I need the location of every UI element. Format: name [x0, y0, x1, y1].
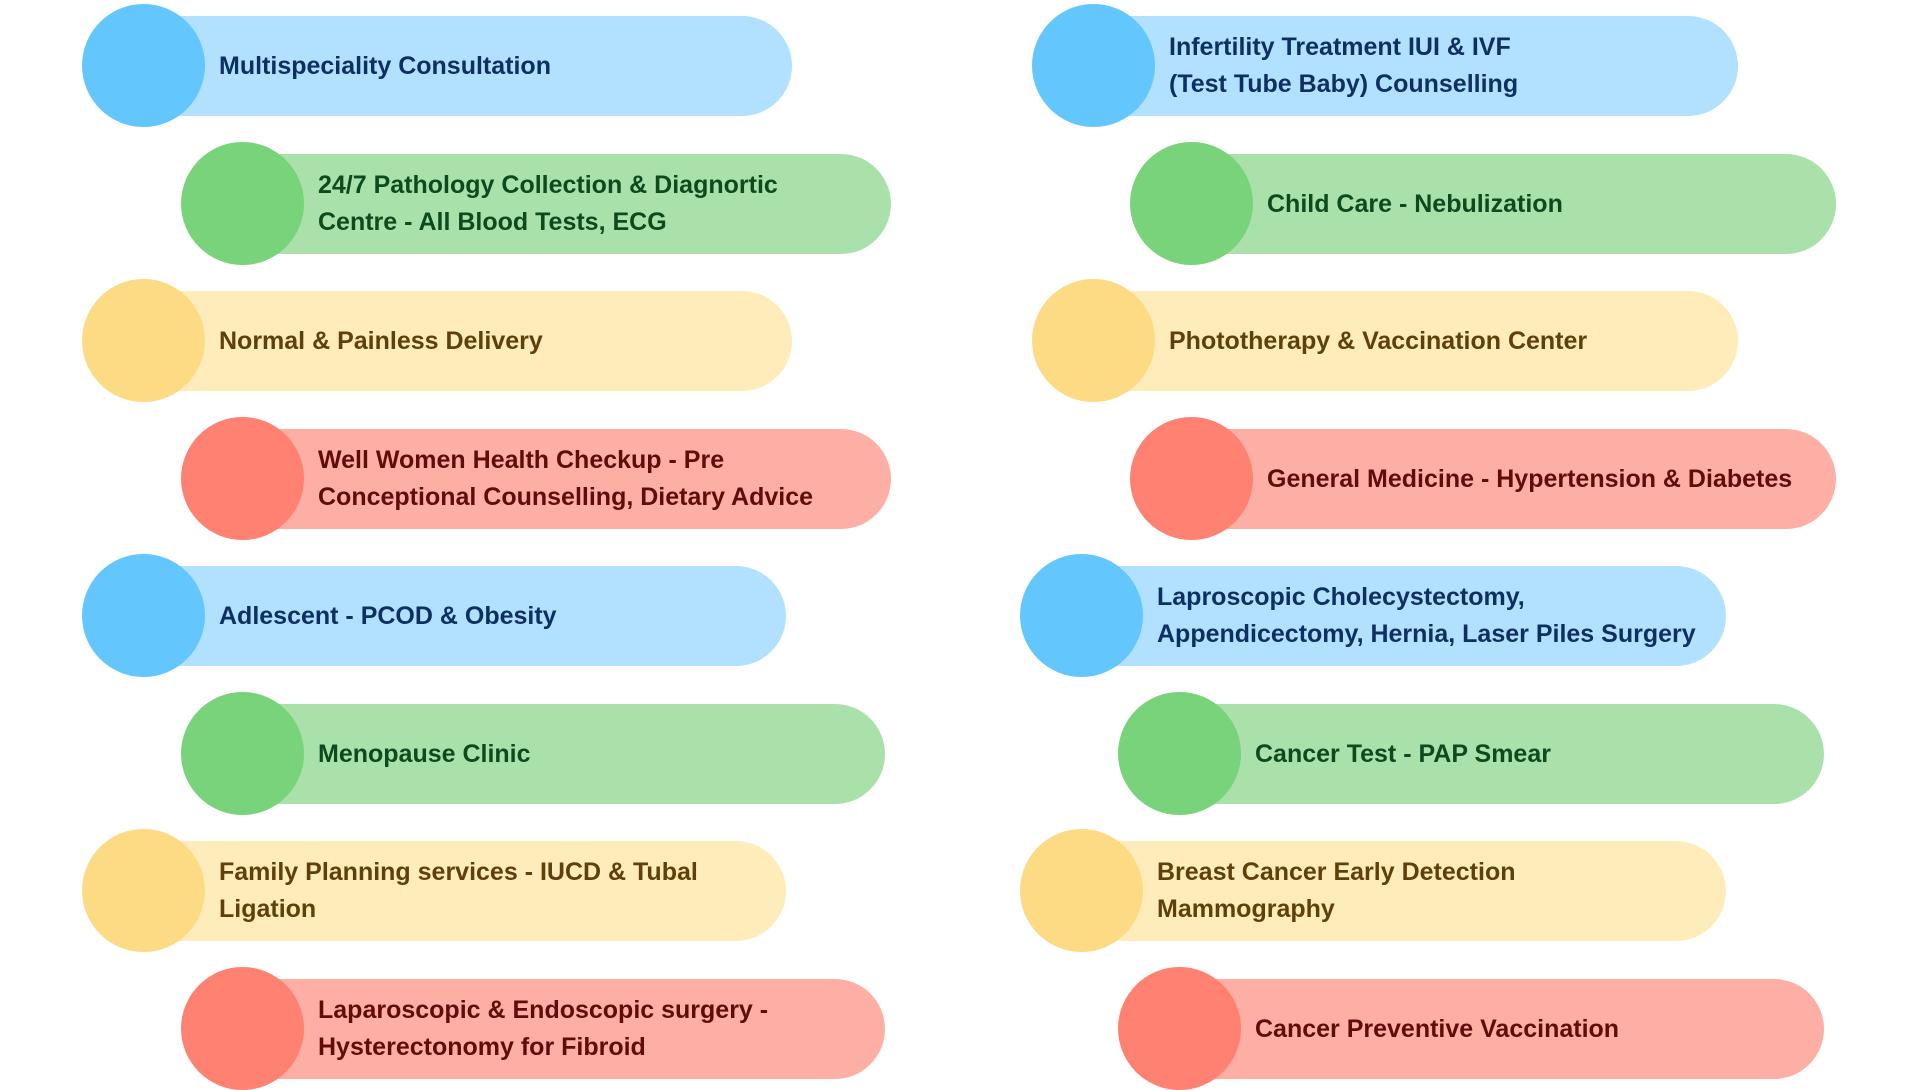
service-label: General Medicine - Hypertension & Diabet…	[1267, 464, 1793, 493]
service-item-painless-delivery: Normal & Painless Delivery	[82, 279, 792, 402]
service-item-well-women-checkup: Well Women Health Checkup - Pre Concepti…	[181, 417, 891, 540]
bullet-circle-icon	[181, 967, 304, 1090]
service-item-cancer-vaccination: Cancer Preventive Vaccination	[1118, 967, 1824, 1090]
service-item-child-care: Child Care - Nebulization	[1130, 142, 1836, 265]
service-item-adolescent-pcod: Adlescent - PCOD & Obesity	[82, 554, 786, 677]
service-label: Cancer Test - PAP Smear	[1255, 739, 1551, 768]
service-label: Breast Cancer Early Detection Mammograph…	[1157, 858, 1516, 923]
service-label: Lapr​oscopic Cholecystectomy, Appendicec…	[1157, 583, 1696, 648]
service-label: Laparoscopic & Endoscopic surgery - Hyst…	[318, 996, 769, 1061]
bullet-circle-icon	[181, 692, 304, 815]
bullet-circle-icon	[1118, 692, 1241, 815]
bullet-circle-icon	[82, 279, 205, 402]
service-item-laparoscopic-surgery: Laparoscopic & Endoscopic surgery - Hyst…	[181, 967, 885, 1090]
bullet-circle-icon	[181, 142, 304, 265]
service-label: Adlescent - PCOD & Obesity	[219, 601, 557, 630]
service-item-infertility-treatment: Infertility Treatment IUI & IVF (Test Tu…	[1032, 4, 1738, 127]
service-item-multispeciality-consultation: Multispeciality Consultation	[82, 4, 792, 127]
bullet-circle-icon	[82, 554, 205, 677]
service-item-phototherapy-vaccination: Phototherapy & Vaccination Center	[1032, 279, 1738, 402]
service-label: Menopause Clinic	[318, 739, 531, 768]
service-item-pap-smear: Cancer Test - PAP Smear	[1118, 692, 1824, 815]
bullet-circle-icon	[82, 4, 205, 127]
bullet-circle-icon	[1032, 4, 1155, 127]
service-label: Phototherapy & Vaccination Center	[1169, 326, 1588, 355]
service-label: Well Women Health Checkup - Pre Concepti…	[318, 446, 813, 511]
service-label: 24/7 Pathology Collection & Diagnortic C…	[318, 171, 778, 236]
bullet-circle-icon	[1020, 554, 1143, 677]
bullet-circle-icon	[82, 829, 205, 952]
bullet-circle-icon	[1130, 142, 1253, 265]
service-label: Multispeciality Consultation	[219, 51, 551, 80]
bullet-circle-icon	[1130, 417, 1253, 540]
service-item-pathology-collection: 24/7 Pathology Collection & Diagnortic C…	[181, 142, 891, 265]
service-item-breast-cancer-detection: Breast Cancer Early Detection Mammograph…	[1020, 829, 1726, 952]
service-item-general-medicine: General Medicine - Hypertension & Diabet…	[1130, 417, 1836, 540]
service-item-family-planning: Family Planning services - IUCD & Tubal …	[82, 829, 786, 952]
service-label: Normal & Painless Delivery	[219, 326, 543, 355]
service-label: Infertility Treatment IUI & IVF (Test Tu…	[1169, 33, 1519, 98]
service-item-laparoscopic-cholecystectomy: Lapr​oscopic Cholecystectomy, Appendicec…	[1020, 554, 1726, 677]
service-label: Family Planning services - IUCD & Tubal …	[219, 858, 698, 923]
bullet-circle-icon	[181, 417, 304, 540]
bullet-circle-icon	[1032, 279, 1155, 402]
service-label: Cancer Preventive Vaccination	[1255, 1014, 1620, 1043]
bullet-circle-icon	[1118, 967, 1241, 1090]
bullet-circle-icon	[1020, 829, 1143, 952]
service-item-menopause-clinic: Menopause Clinic	[181, 692, 885, 815]
service-label: Child Care - Nebulization	[1267, 189, 1563, 218]
